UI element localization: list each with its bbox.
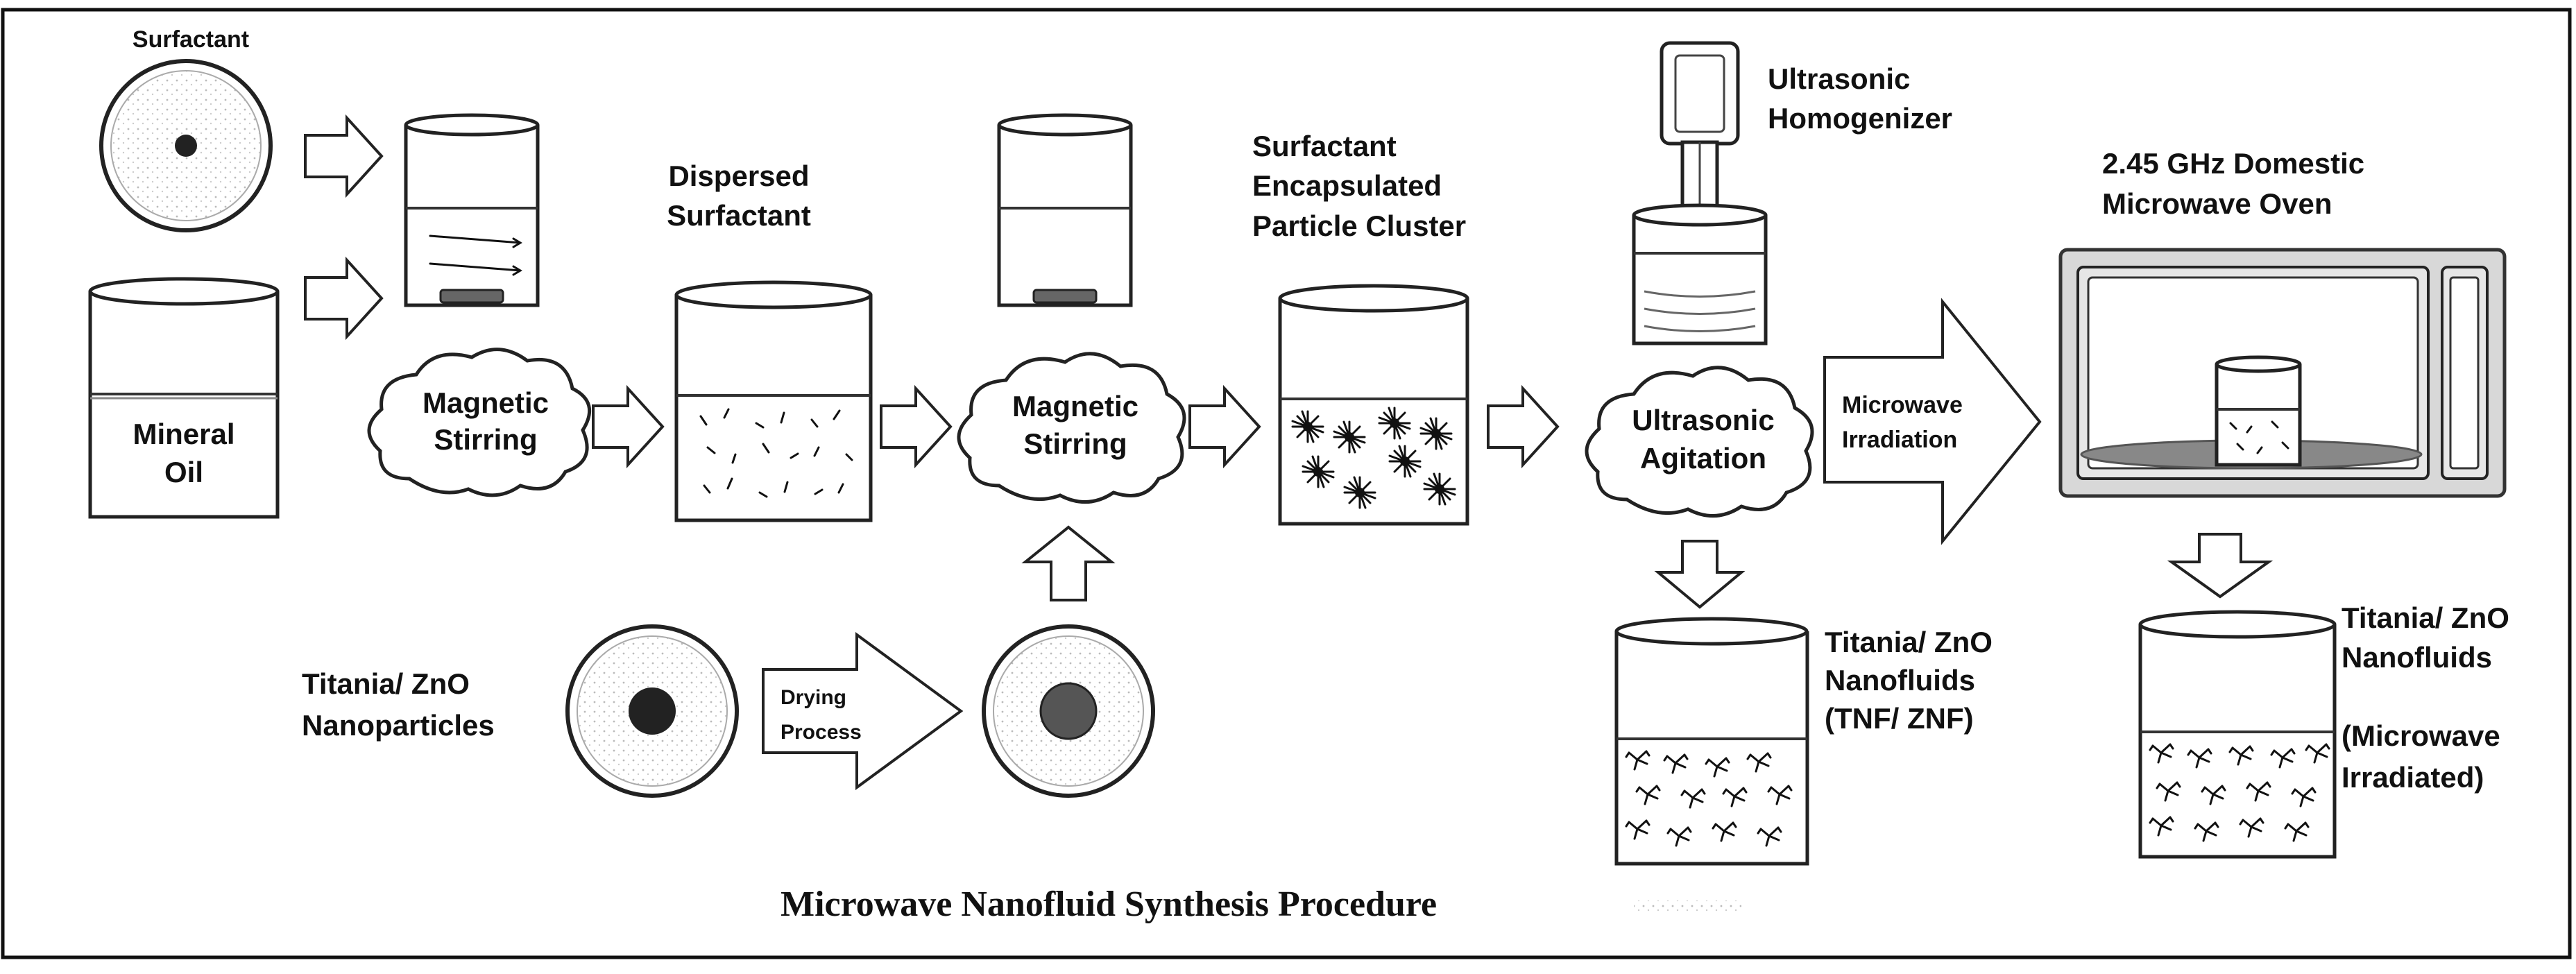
label-magnetic-stirring-2a: Magnetic [1012,390,1138,422]
label-homogenizer-2: Homogenizer [1768,102,1952,135]
label-magnetic-stirring-2b: Stirring [1023,427,1127,460]
label-nanofluid-a3: (TNF/ ZNF) [1825,702,1974,735]
label-homogenizer-1: Ultrasonic [1768,62,1910,95]
arrow-icon [2167,533,2274,599]
arrow-icon [592,384,665,469]
label-nanofluid-b2: Nanofluids [2342,641,2492,674]
stir-bar-icon [1032,289,1098,304]
label-nanoparticles-1: Titania/ ZnO [302,667,470,700]
label-magnetic-stirring-1a: Magnetic [423,386,549,419]
label-nanofluid-b4: Irradiated) [2342,761,2484,794]
microwave-oven-icon [2058,248,2507,498]
label-oven-1: 2.45 GHz Domestic [2102,147,2364,180]
label-nanofluid-b3: (Microwave [2342,719,2500,752]
surfactant-dish-icon [99,59,273,232]
diagram-frame [1,8,2572,959]
dried-nanoparticle-dish-icon [982,624,1155,798]
nanofluid-irradiated-beaker-icon [2138,610,2337,859]
label-nanofluid-a2: Nanofluids [1825,664,1975,697]
dispersed-beaker-icon [674,280,873,522]
label-nanofluid-b1: Titania/ ZnO [2342,601,2509,634]
arrow-icon [880,384,953,469]
label-drying-1: Drying [781,686,846,709]
label-surfactant: Surfactant [133,26,249,53]
label-encapsulated-1: Surfactant [1252,130,1397,162]
title-decoration [1634,900,1741,913]
label-microwave-irr-2: Irradiation [1842,427,1957,453]
mineral-oil-beaker-icon [88,277,280,519]
encapsulated-beaker-icon [1278,284,1469,526]
arrow-icon [1188,384,1261,469]
label-encapsulated-2: Encapsulated [1252,169,1442,202]
label-nanofluid-a1: Titania/ ZnO [1825,626,1993,658]
arrow-icon [1487,384,1560,469]
cloud-icon [957,352,1186,504]
label-microwave-irr-1: Microwave [1842,392,1963,418]
label-dispersed-2: Surfactant [667,199,811,232]
nanoparticle-dish-icon [565,624,739,798]
homogenizer-beaker-icon [1632,203,1768,345]
arrow-icon [304,256,384,341]
label-dispersed-1: Dispersed [668,160,809,192]
label-nanoparticles-2: Nanoparticles [302,709,495,742]
label-mineral-oil-2: Oil [164,456,203,488]
label-encapsulated-3: Particle Cluster [1252,210,1466,242]
nanofluid-beaker-icon [1614,617,1809,866]
stir-beaker-icon [404,113,540,307]
arrow-icon [1021,525,1116,601]
label-agitation-2: Agitation [1640,442,1766,475]
arrow-icon [1823,298,2042,545]
diagram-title: Microwave Nanofluid Synthesis Procedure [781,885,1437,924]
label-agitation-1: Ultrasonic [1632,404,1774,436]
cloud-icon [367,348,592,497]
arrow-icon [1654,540,1746,609]
stir-bar-icon [439,289,504,304]
label-magnetic-stirring-1b: Stirring [434,423,537,456]
cloud-icon [1585,366,1814,518]
label-oven-2: Microwave Oven [2102,187,2332,220]
label-drying-2: Process [781,721,862,744]
arrow-icon [762,632,964,790]
arrow-icon [304,114,384,198]
stir-beaker-icon [997,113,1133,307]
label-mineral-oil-1: Mineral [133,418,234,450]
